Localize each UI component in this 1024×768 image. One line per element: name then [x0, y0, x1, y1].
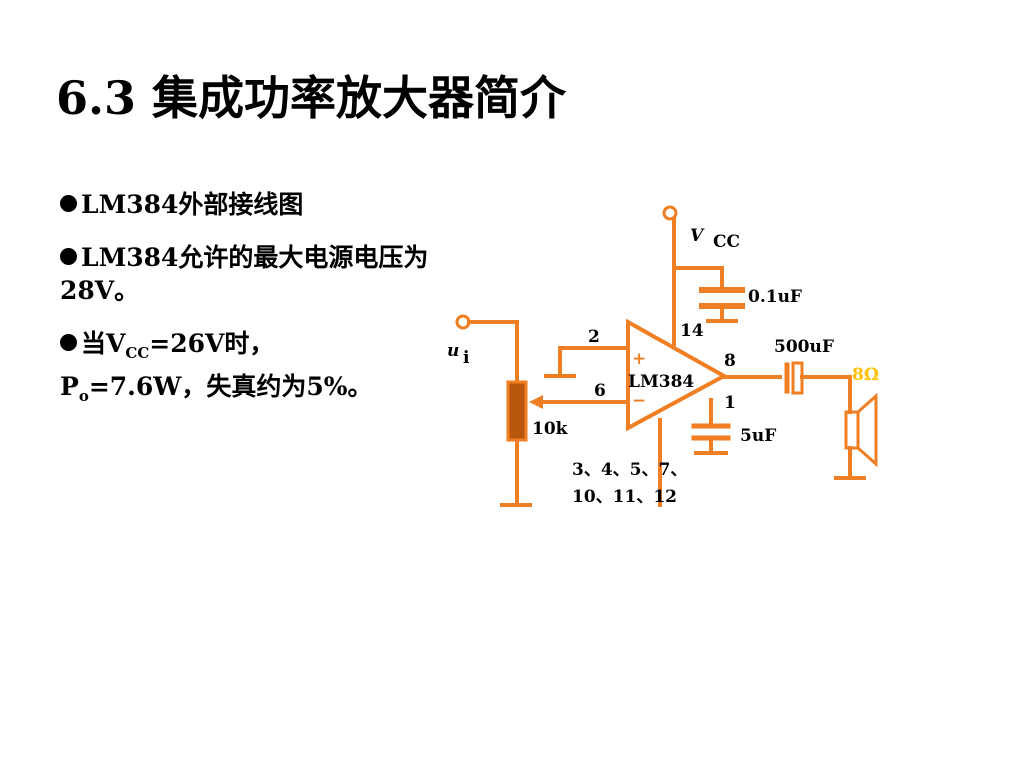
pot-value: 10k [532, 419, 569, 439]
pin-14-label: 14 [680, 321, 704, 341]
input-wire [467, 320, 519, 384]
bypass-cap-wire-top [672, 266, 724, 289]
speaker-cone [856, 392, 878, 468]
vcc-label-sub: CC [713, 232, 740, 252]
input-label: u [447, 341, 459, 361]
bullet-text-pre: P [60, 372, 79, 401]
bullet-item-output-power: 当VCC=26V时， Po=7.6W，失真约为5%。 [60, 327, 450, 413]
pin1-cap-value: 5uF [740, 426, 776, 446]
bullet-text-post: =26V时， [149, 329, 275, 358]
bullet-text-pre: 当V [81, 329, 126, 358]
bullet-dot-icon [60, 248, 77, 265]
slide-title: 6.3 集成功率放大器简介 [56, 71, 567, 125]
ground-pins-label-1: 3、4、5、7、 [572, 460, 687, 480]
bullet-text-post: =7.6W，失真约为5%。 [88, 372, 373, 401]
pot-wiper-arrow [529, 395, 543, 409]
vcc-terminal [662, 205, 678, 221]
bullet-list: LM384外部接线图 LM384允许的最大电源电压为28V。 当VCC=26V时… [60, 188, 450, 433]
bullet-dot-icon [60, 195, 77, 212]
bypass-cap-value: 0.1uF [748, 287, 802, 307]
pin-6-label: 6 [594, 381, 606, 401]
chip-name: LM384 [628, 372, 694, 392]
bullet-item-diagram: LM384外部接线图 [60, 188, 450, 221]
speaker-coil [844, 410, 860, 450]
bullet-text: LM384允许的最大电源电压为28V。 [60, 243, 429, 305]
pin2-wire [558, 346, 630, 376]
pin-2-label: 2 [588, 327, 600, 347]
bullet-text-sub: CC [125, 344, 150, 362]
lm384-triangle [626, 318, 729, 432]
pin-8-label: 8 [724, 351, 736, 371]
bullet-text: LM384外部接线图 [81, 190, 304, 219]
vcc-label: V [690, 226, 705, 246]
pin-1-label: 1 [724, 393, 736, 413]
input-label-sub: i [463, 348, 470, 368]
speaker-impedance: 8Ω [852, 365, 879, 385]
bullet-dot-icon [60, 334, 77, 351]
ground-pins-label-2: 10、11、12 [572, 487, 677, 507]
output-cap-value: 500uF [774, 337, 834, 357]
bullet-item-max-voltage: LM384允许的最大电源电压为28V。 [60, 241, 450, 307]
potentiometer-body [506, 380, 528, 442]
circuit-wires [455, 205, 878, 507]
bullet-text-sub: o [78, 387, 89, 405]
noninverting-sign: + [632, 349, 646, 369]
inverting-sign: − [632, 391, 646, 411]
